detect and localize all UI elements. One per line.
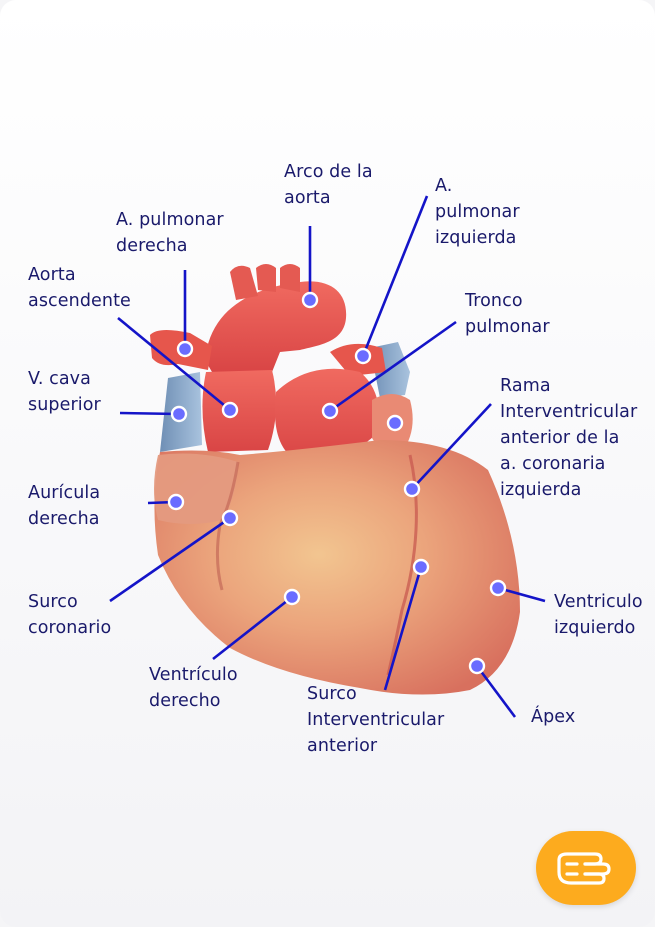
marker-a-pulmonar-derecha bbox=[176, 340, 194, 358]
leader-line-rama-interventricular bbox=[411, 403, 492, 490]
label-rama-interventricular: Rama Interventricular anterior de la a. … bbox=[500, 376, 638, 500]
marker-v-cava-superior bbox=[170, 405, 188, 423]
leader-line-surco-coronario bbox=[109, 516, 231, 603]
leader-line-a-pulmonar-izquierda bbox=[361, 195, 429, 357]
leader-line-aorta-ascendente bbox=[117, 316, 231, 412]
leader-line-v-cava-superior bbox=[119, 411, 180, 416]
marker-left-auricle bbox=[386, 414, 404, 432]
heart-body-shape bbox=[154, 440, 520, 695]
leader-line-tronco-pulmonar bbox=[329, 320, 457, 413]
marker-a-pulmonar-izquierda bbox=[354, 347, 372, 365]
marker-surco-interventricular bbox=[412, 558, 430, 576]
label-arco-aorta: Arco de la aorta bbox=[284, 162, 373, 208]
leader-line-ventriculo-derecho bbox=[212, 595, 293, 661]
left-common-carotid-shape bbox=[256, 264, 276, 292]
label-surco-interventricular: Surco Interventricular anterior bbox=[307, 684, 445, 756]
label-ventriculo-izquierdo: Ventriculo izquierdo bbox=[554, 592, 643, 638]
label-surco-coronario: Surco coronario bbox=[28, 592, 112, 638]
label-tronco-pulmonar: Tronco pulmonar bbox=[465, 291, 550, 337]
marker-surco-coronario bbox=[221, 509, 239, 527]
label-a-pulmonar-derecha: A. pulmonar derecha bbox=[116, 210, 224, 256]
leader-line-surco-interventricular bbox=[383, 566, 423, 691]
ascending-aorta-shape bbox=[202, 370, 277, 452]
help-button[interactable] bbox=[536, 831, 636, 905]
label-ventriculo-derecho: Ventrículo derecho bbox=[149, 665, 238, 711]
leader-line-apex bbox=[475, 665, 517, 718]
marker-aorta-ascendente bbox=[221, 401, 239, 419]
marker-auricula-derecha bbox=[167, 493, 185, 511]
left-subclavian-shape bbox=[280, 264, 300, 292]
hand-pointing-icon bbox=[557, 852, 611, 885]
brachiocephalic-trunk-shape bbox=[230, 265, 258, 300]
label-auricula-derecha: Aurícula derecha bbox=[28, 483, 101, 529]
label-aorta-ascendente: Aorta ascendente bbox=[28, 265, 131, 311]
label-a-pulmonar-izquierda: A. pulmonar izquierda bbox=[435, 176, 520, 248]
marker-tronco-pulmonar bbox=[321, 402, 339, 420]
label-v-cava-superior: V. cava superior bbox=[28, 369, 101, 415]
marker-apex bbox=[468, 657, 486, 675]
marker-arco-aorta bbox=[301, 291, 319, 309]
marker-rama-interventricular bbox=[403, 480, 421, 498]
marker-ventriculo-derecho bbox=[283, 588, 301, 606]
marker-ventriculo-izquierdo bbox=[489, 579, 507, 597]
label-apex: Ápex bbox=[531, 707, 576, 727]
